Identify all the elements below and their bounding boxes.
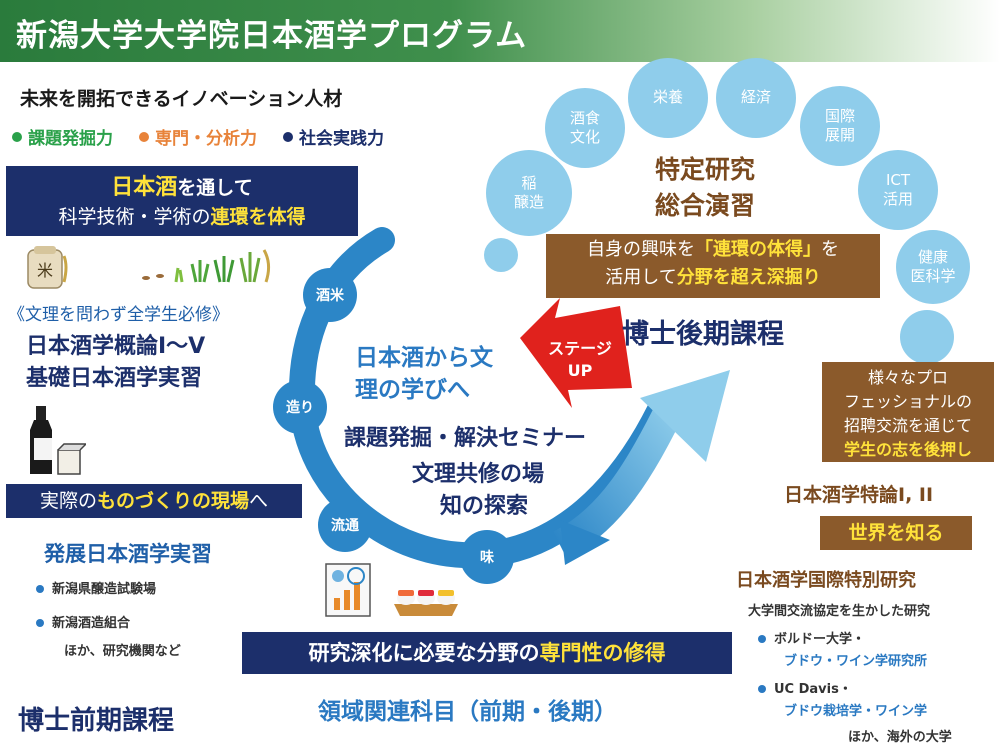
topic-international: 国際 展開 bbox=[800, 86, 880, 166]
intl-partner: UC Davis・ bbox=[758, 678, 852, 697]
topic-food-culture: 酒食 文化 bbox=[545, 88, 625, 168]
practice-item: 新潟県醸造試験場 bbox=[36, 578, 156, 597]
practice-item-label: 新潟県醸造試験場 bbox=[52, 582, 157, 597]
skill-label: 専門・分析力 bbox=[155, 129, 257, 149]
world-box: 世界を知る bbox=[820, 516, 972, 550]
goal-text: 未来を開拓できるイノベーション人材 bbox=[20, 88, 343, 110]
topic-ict: ICT 活用 bbox=[858, 150, 938, 230]
sake-bottle-icon bbox=[30, 406, 86, 475]
related-subjects: 領域関連科目（前期・後期） bbox=[318, 699, 617, 725]
bullet-icon bbox=[36, 619, 44, 627]
intro-highlight: 日本酒 bbox=[111, 175, 178, 200]
topic-nutrition: 栄養 bbox=[628, 58, 708, 138]
topic-economy: 経済 bbox=[716, 58, 796, 138]
intro-line-1: 日本酒を通して bbox=[6, 172, 358, 204]
topic-decor-circle bbox=[900, 310, 954, 364]
co-learning-label: 文理共修の場 bbox=[412, 462, 545, 487]
pro-line: 招聘交流を通じて bbox=[843, 416, 972, 435]
deepen-text: 研究深化に必要な分野の bbox=[308, 641, 540, 665]
bullet-icon bbox=[758, 635, 766, 643]
research-title: 特定研究 総合演習 bbox=[620, 152, 790, 225]
interest-text: を bbox=[821, 239, 839, 260]
center-line-2: 理の学びへ bbox=[355, 377, 470, 403]
research-line: 総合演習 bbox=[654, 191, 755, 221]
sushi-icon bbox=[394, 590, 458, 616]
chart-icon bbox=[325, 563, 371, 617]
course-intro: 日本酒学概論I～V bbox=[26, 334, 206, 359]
partner-name: UC Davis・ bbox=[774, 682, 852, 697]
required-note: 《文理を問わず全学生必修》 bbox=[8, 305, 229, 325]
practice-item-label: 新潟酒造組合 bbox=[52, 616, 131, 631]
stage-brewing: 造り bbox=[273, 380, 327, 434]
field-highlight: ものづくりの現場 bbox=[96, 490, 249, 512]
pro-line: 学生の志を後押し bbox=[843, 440, 972, 459]
partner-dept: ブドウ・ワイン学研究所 bbox=[784, 654, 928, 669]
professional-box: 様々なプロ フェッショナルの 招聘交流を通じて 学生の志を後押し bbox=[822, 362, 994, 462]
skill-label: 社会実践力 bbox=[299, 129, 384, 149]
intro-highlight: 連環を体得 bbox=[210, 205, 306, 228]
topic-health: 健康 医科学 bbox=[896, 230, 970, 304]
field-text: へ bbox=[249, 490, 269, 512]
bullet-icon bbox=[758, 685, 766, 693]
seminar-label: 課題発掘・解決セミナー bbox=[344, 426, 587, 451]
world-label: 世界を知る bbox=[848, 522, 944, 544]
topic-brewing: 稲 醸造 bbox=[486, 150, 572, 236]
doctor-course-label: 博士後期課程 bbox=[622, 319, 784, 350]
skills-list: 課題発掘力 専門・分析力 社会実践力 bbox=[12, 124, 384, 149]
field-text: 実際の bbox=[39, 490, 97, 512]
skill-dot bbox=[283, 131, 293, 142]
intl-partner: ボルドー大学・ bbox=[758, 628, 865, 647]
center-line-1: 日本酒から文 bbox=[355, 345, 493, 371]
skill-dot bbox=[12, 131, 22, 142]
rice-bag-icon: 米 bbox=[27, 246, 68, 289]
research-line: 特定研究 bbox=[654, 155, 755, 184]
intro-text: 科学技術・学術の bbox=[58, 205, 211, 228]
intl-research-sub: 大学間交流協定を生かした研究 bbox=[748, 604, 931, 619]
stage-up-label: ステージ UP bbox=[540, 338, 620, 383]
stage-up-line: ステージ bbox=[548, 339, 612, 358]
interest-text: 活用して bbox=[605, 266, 677, 288]
stage-distribution: 流通 bbox=[318, 498, 372, 552]
stage-taste: 味 bbox=[460, 530, 514, 584]
practice-item: 新潟酒造組合 bbox=[36, 612, 130, 631]
interest-line-2: 活用して分野を超え深掘り bbox=[546, 264, 880, 292]
svg-text:米: 米 bbox=[37, 261, 53, 280]
intl-research-title: 日本酒学国際特別研究 bbox=[736, 570, 916, 591]
master-course-label: 博士前期課程 bbox=[18, 706, 175, 736]
skill-item: 課題発掘力 bbox=[12, 124, 113, 149]
intro-text: を通して bbox=[177, 177, 253, 199]
knowledge-label: 知の探索 bbox=[440, 494, 529, 519]
stage-sake-rice: 酒米 bbox=[303, 268, 357, 322]
interest-highlight: 分野を超え深掘り bbox=[676, 266, 821, 288]
skill-item: 専門・分析力 bbox=[139, 124, 257, 149]
bullet-icon bbox=[36, 585, 44, 593]
rice-plant-icon bbox=[142, 249, 271, 283]
deepen-box: 研究深化に必要な分野の専門性の修得 bbox=[242, 632, 732, 674]
interest-highlight: 「連環の体得」 bbox=[695, 239, 821, 260]
deepen-highlight: 専門性の修得 bbox=[539, 641, 666, 665]
intro-box: 日本酒を通して 科学技術・学術の連環を体得 bbox=[6, 166, 358, 236]
interest-box: 自身の興味を「連環の体得」を 活用して分野を超え深掘り bbox=[546, 234, 880, 298]
intro-line-2: 科学技術・学術の連環を体得 bbox=[6, 204, 358, 232]
partner-name: ボルドー大学・ bbox=[774, 632, 866, 647]
course-basic-practice: 基礎日本酒学実習 bbox=[26, 366, 203, 391]
field-box: 実際のものづくりの現場へ bbox=[6, 484, 302, 518]
skill-dot bbox=[139, 131, 149, 142]
advanced-practice-title: 発展日本酒学実習 bbox=[44, 542, 212, 566]
page-title: 新潟大学大学院日本酒学プログラム bbox=[16, 18, 528, 54]
topic-decor-circle bbox=[484, 238, 518, 272]
pro-line: フェッショナルの bbox=[843, 392, 972, 411]
interest-text: 自身の興味を bbox=[587, 239, 695, 260]
interest-line-1: 自身の興味を「連環の体得」を bbox=[546, 236, 880, 264]
special-lecture: 日本酒学特論I, II bbox=[784, 484, 934, 506]
partner-dept: ブドウ栽培学・ワイン学 bbox=[784, 704, 928, 719]
header-banner: 新潟大学大学院日本酒学プログラム bbox=[0, 0, 1000, 62]
intl-extra: ほか、海外の大学 bbox=[848, 730, 952, 745]
pro-line: 様々なプロ bbox=[867, 368, 948, 387]
stage-up-line: UP bbox=[567, 361, 593, 381]
skill-item: 社会実践力 bbox=[283, 124, 384, 149]
practice-extra: ほか、研究機関など bbox=[64, 644, 181, 659]
skill-label: 課題発掘力 bbox=[28, 129, 113, 149]
